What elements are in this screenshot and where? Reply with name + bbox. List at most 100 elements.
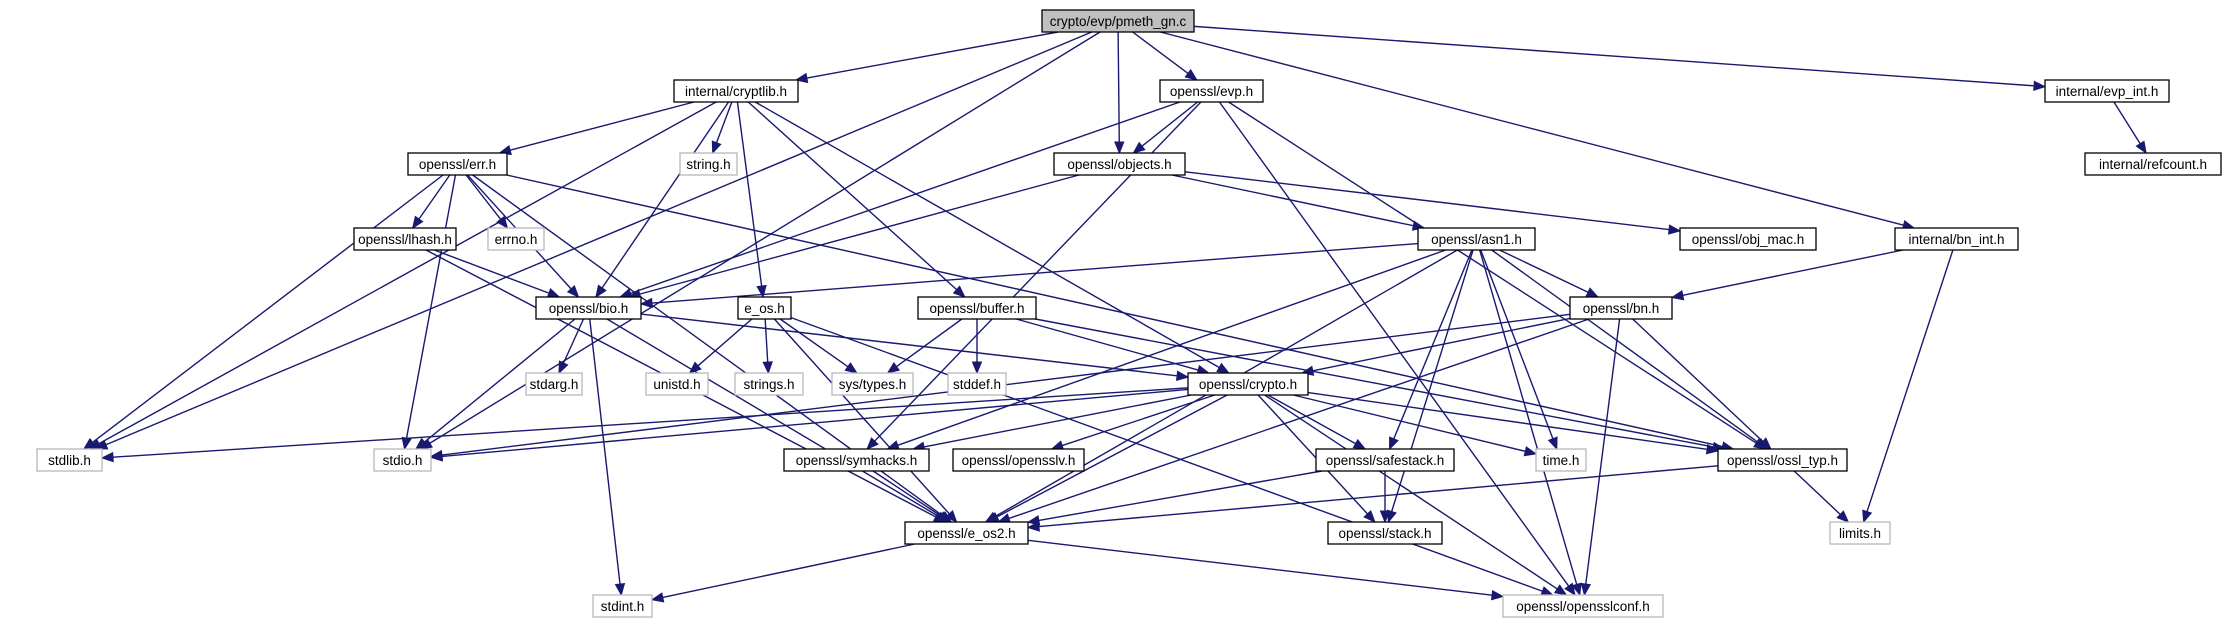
edge-pmeth_gn-to-evp — [1132, 31, 1198, 81]
edge-e_os2-to-stdint — [650, 543, 915, 603]
edge-objects-to-bio — [627, 174, 1080, 300]
edge-bn-to-opensslconf — [1580, 318, 1621, 597]
node-crypto[interactable]: openssl/crypto.h — [1187, 372, 1309, 396]
node-bn[interactable]: openssl/bn.h — [1569, 296, 1673, 320]
node-stddef: stddef.h — [947, 372, 1007, 396]
node-e_os[interactable]: e_os.h — [737, 296, 792, 320]
node-label: internal/refcount.h — [2099, 157, 2207, 172]
node-label: strings.h — [743, 377, 794, 392]
edge-bio-to-stdio — [414, 318, 576, 450]
edge-asn1-to-stack — [1386, 249, 1474, 524]
node-ossl_typ[interactable]: openssl/ossl_typ.h — [1717, 448, 1848, 472]
edge-cryptlib-to-stdlib — [88, 101, 717, 450]
edge-ossl_typ-to-limits — [1793, 470, 1850, 523]
edge-err-to-ossl_typ — [506, 174, 1735, 452]
node-label: openssl/buffer.h — [929, 301, 1024, 316]
edge-e_os-to-systypes — [779, 318, 858, 374]
node-label: openssl/err.h — [419, 157, 496, 172]
node-label: internal/bn_int.h — [1908, 232, 2004, 247]
node-refcount[interactable]: internal/refcount.h — [2084, 152, 2222, 176]
node-stdlib: stdlib.h — [36, 448, 103, 472]
node-label: stdarg.h — [530, 377, 579, 392]
node-err[interactable]: openssl/err.h — [407, 152, 508, 176]
node-opensslv[interactable]: openssl/opensslv.h — [952, 448, 1085, 472]
edge-cryptlib-to-crypto — [754, 101, 1230, 374]
edge-pmeth_gn-to-objects — [1114, 31, 1125, 155]
edge-crypto-to-time — [1293, 394, 1538, 457]
edge-crypto-to-safestack — [1267, 394, 1367, 450]
node-label: openssl/obj_mac.h — [1692, 232, 1805, 247]
edge-evp-to-opensslconf — [1218, 101, 1576, 597]
edge-cryptlib-to-buffer — [747, 101, 966, 298]
node-bn_int[interactable]: internal/bn_int.h — [1894, 227, 2019, 251]
edge-evp-to-ossl_typ — [1228, 101, 1767, 450]
edge-bn_int-to-bn — [1670, 249, 1904, 301]
node-symhacks[interactable]: openssl/symhacks.h — [783, 448, 930, 472]
node-label: errno.h — [495, 232, 538, 247]
edge-safestack-to-e_os2 — [1026, 470, 1323, 526]
node-bio[interactable]: openssl/bio.h — [535, 296, 642, 320]
node-label: openssl/crypto.h — [1199, 377, 1297, 392]
edge-safestack-to-stack — [1379, 471, 1391, 524]
edge-err-to-lhash — [411, 174, 451, 230]
edge-cryptlib-to-bio — [595, 101, 730, 299]
node-label: e_os.h — [744, 301, 785, 316]
edge-asn1-to-ossl_typ — [1491, 249, 1769, 450]
nodes-layer: crypto/evp/pmeth_gn.c internal/cryptlib.h… — [36, 9, 2222, 618]
edge-bio-to-stdarg — [558, 318, 585, 375]
node-pmeth_gn[interactable]: crypto/evp/pmeth_gn.c — [1041, 9, 1195, 33]
edge-symhacks-to-e_os2 — [872, 470, 952, 523]
edge-asn1-to-safestack — [1389, 249, 1473, 451]
node-obj_mac[interactable]: openssl/obj_mac.h — [1679, 227, 1817, 251]
node-label: openssl/bn.h — [1583, 301, 1660, 316]
node-evp_int[interactable]: internal/evp_int.h — [2044, 79, 2170, 103]
edge-bn-to-crypto — [1300, 317, 1571, 376]
edge-bio-to-e_os2 — [606, 318, 950, 523]
node-stdarg: stdarg.h — [525, 372, 583, 396]
node-label: stdint.h — [601, 599, 645, 614]
edge-crypto-to-stack — [1257, 394, 1376, 523]
node-label: openssl/asn1.h — [1431, 232, 1522, 247]
node-stack[interactable]: openssl/stack.h — [1327, 521, 1443, 545]
edge-asn1-to-symhacks — [886, 249, 1446, 451]
edge-e_os2-to-opensslconf — [1027, 539, 1505, 601]
node-time: time.h — [1535, 448, 1587, 472]
edge-crypto-to-opensslv — [1050, 394, 1216, 451]
node-label: openssl/symhacks.h — [796, 453, 918, 468]
node-label: stddef.h — [953, 377, 1001, 392]
node-safestack[interactable]: openssl/safestack.h — [1315, 448, 1455, 472]
edge-bio-to-stdint — [589, 318, 626, 597]
edge-crypto-to-stdio — [429, 388, 1189, 462]
node-lhash[interactable]: openssl/lhash.h — [353, 227, 457, 251]
node-label: openssl/objects.h — [1067, 157, 1171, 172]
edge-cryptlib-to-string — [711, 101, 733, 155]
node-strings: strings.h — [734, 372, 804, 396]
edge-pmeth_gn-to-evp_int — [1193, 25, 2047, 92]
node-label: string.h — [686, 157, 730, 172]
node-label: limits.h — [1839, 526, 1881, 541]
node-label: stdio.h — [383, 453, 423, 468]
node-asn1[interactable]: openssl/asn1.h — [1417, 227, 1536, 251]
node-objects[interactable]: openssl/objects.h — [1053, 152, 1186, 176]
edge-buffer-to-ossl_typ — [1035, 318, 1726, 453]
node-label: internal/evp_int.h — [2056, 84, 2159, 99]
edge-buffer-to-stddef — [971, 319, 983, 375]
edge-asn1-to-opensslconf — [1479, 249, 1582, 597]
node-label: openssl/opensslv.h — [962, 453, 1076, 468]
node-label: openssl/safestack.h — [1326, 453, 1445, 468]
edge-evp_int-to-refcount — [2113, 101, 2147, 155]
edge-buffer-to-crypto — [1016, 318, 1211, 375]
node-evp[interactable]: openssl/evp.h — [1159, 79, 1264, 103]
edges-layer — [82, 25, 2147, 603]
node-stdio: stdio.h — [373, 448, 432, 472]
node-buffer[interactable]: openssl/buffer.h — [917, 296, 1037, 320]
node-e_os2[interactable]: openssl/e_os2.h — [904, 521, 1029, 545]
edge-err-to-stdio — [401, 174, 457, 451]
edge-ossl_typ-to-e_os2 — [1026, 465, 1719, 532]
node-cryptlib[interactable]: internal/cryptlib.h — [673, 79, 799, 103]
node-stdint: stdint.h — [592, 594, 653, 618]
edge-crypto-to-opensslconf — [1264, 394, 1568, 596]
edge-e_os-to-e_os2 — [773, 318, 958, 523]
edge-bio-to-crypto — [640, 313, 1190, 381]
